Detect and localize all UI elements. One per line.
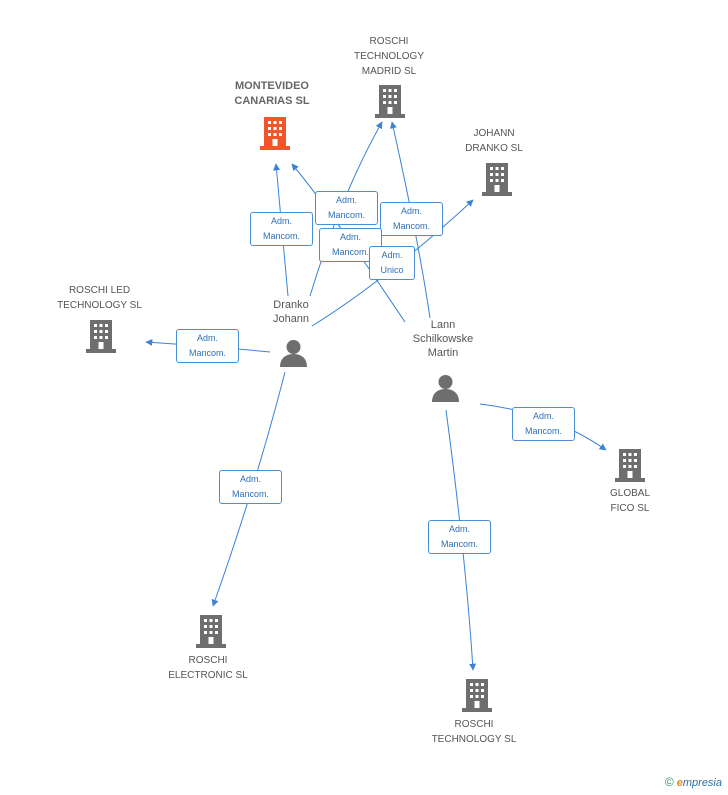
company-name-line: TECHNOLOGY SL (431, 734, 517, 745)
person-name-line: Dranko (273, 299, 309, 311)
copyright-symbol: © (664, 775, 674, 789)
role-badge-lann-roschi-madrid[interactable]: Adm.Mancom. (380, 202, 443, 236)
role-badge-dranko-johann-dranko[interactable]: Adm.Unico (369, 246, 415, 280)
brand-rest: mpresia (682, 777, 722, 789)
company-montevideo-label[interactable]: MONTEVIDEO CANARIAS SL (222, 79, 322, 109)
role-badge-dranko-roschi-madrid[interactable]: Adm.Mancom. (315, 191, 378, 225)
company-johann-dranko-label[interactable]: JOHANN DRANKO SL (444, 126, 544, 156)
building-icon[interactable] (615, 448, 645, 482)
building-icon[interactable] (260, 116, 290, 150)
empresia-watermark: ©empresia (665, 775, 722, 789)
person-icon[interactable] (431, 373, 460, 402)
building-icon[interactable] (375, 84, 405, 118)
company-name-line: MADRID SL (361, 66, 417, 77)
brand-e: e (676, 777, 683, 789)
company-name-line: ROSCHI (369, 36, 409, 47)
company-name-line: JOHANN (473, 128, 515, 139)
person-name-line: Martin (427, 347, 459, 359)
company-name-line: GLOBAL (609, 488, 651, 499)
role-badge-lann-roschi-technology[interactable]: Adm.Mancom. (428, 520, 491, 554)
building-icon[interactable] (482, 162, 512, 196)
role-badge-dranko-roschi-led[interactable]: Adm.Mancom. (176, 329, 239, 363)
company-name-line: CANARIAS SL (234, 95, 310, 107)
person-name-line: Lann (430, 319, 456, 331)
building-icon[interactable] (86, 319, 116, 353)
company-name-line: MONTEVIDEO (235, 80, 309, 92)
company-name-line: TECHNOLOGY (353, 51, 424, 62)
company-roschi-technology-label[interactable]: ROSCHI TECHNOLOGY SL (419, 717, 529, 747)
role-badge-lann-global-fico[interactable]: Adm.Mancom. (512, 407, 575, 441)
company-name-line: TECHNOLOGY SL (57, 300, 142, 311)
company-name-line: ROSCHI (188, 655, 228, 666)
person-name-line: Schilkowske (412, 333, 474, 345)
building-icon[interactable] (196, 614, 226, 648)
company-name-line: FICO SL (610, 503, 650, 514)
role-badge-dranko-montevideo[interactable]: Adm.Mancom. (250, 212, 313, 246)
company-name-line: ROSCHI (454, 719, 494, 730)
person-dranko-label[interactable]: Dranko Johann (256, 298, 326, 326)
company-roschi-madrid-label[interactable]: ROSCHI TECHNOLOGY MADRID SL (334, 34, 444, 79)
company-name-line: ELECTRONIC SL (168, 670, 248, 681)
person-name-line: Johann (272, 313, 310, 325)
company-name-line: DRANKO SL (465, 143, 523, 154)
person-icon[interactable] (279, 338, 308, 367)
company-name-line: ROSCHI LED (68, 285, 131, 296)
person-lann-label[interactable]: Lann Schilkowske Martin (398, 318, 488, 360)
role-badge-dranko-roschi-electronic[interactable]: Adm.Mancom. (219, 470, 282, 504)
building-icon[interactable] (462, 678, 492, 712)
company-roschi-led-label[interactable]: ROSCHI LED TECHNOLOGY SL (42, 283, 157, 313)
company-roschi-electronic-label[interactable]: ROSCHI ELECTRONIC SL (158, 653, 258, 683)
company-global-fico-label[interactable]: GLOBAL FICO SL (590, 486, 670, 516)
